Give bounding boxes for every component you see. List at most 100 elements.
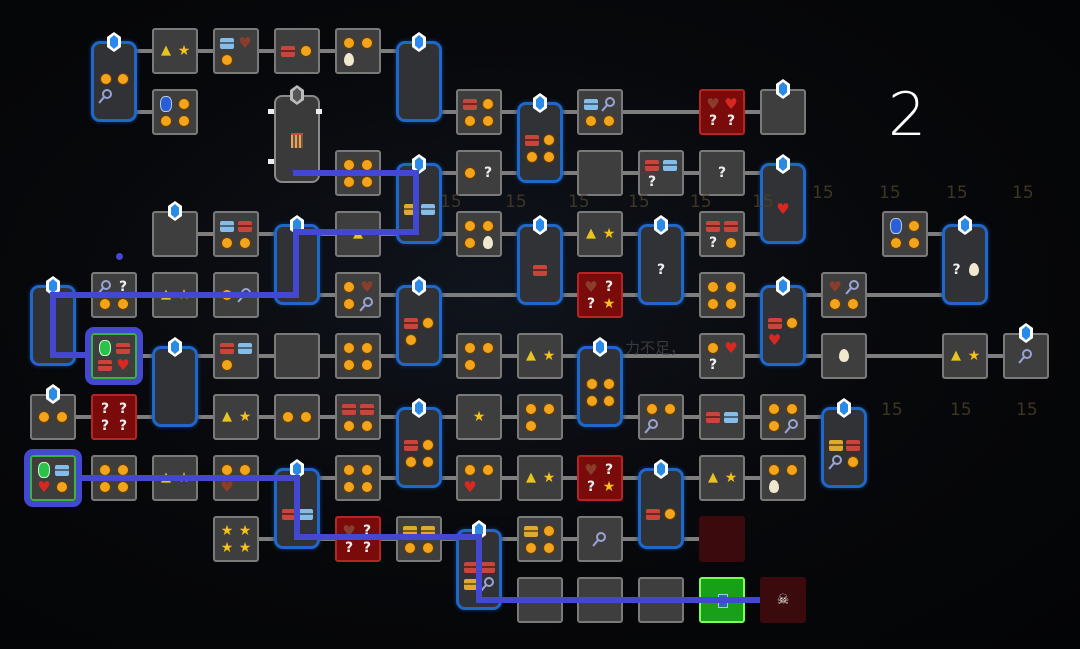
map-node-tall[interactable] bbox=[396, 276, 442, 366]
coin-icon bbox=[116, 297, 130, 311]
map-node-dark[interactable]: ☠ bbox=[760, 577, 806, 623]
map-node-normal[interactable] bbox=[699, 394, 745, 440]
map-node-normal[interactable]: ♥ bbox=[335, 272, 381, 318]
map-node-normal[interactable]: ▲ bbox=[335, 211, 381, 257]
coin-icon bbox=[342, 158, 356, 172]
map-node-normal[interactable] bbox=[335, 150, 381, 196]
map-node-normal[interactable] bbox=[213, 333, 259, 379]
map-node-normal[interactable] bbox=[577, 577, 623, 623]
star-icon: ★ bbox=[238, 539, 252, 556]
map-node-normal[interactable]: ▲★ bbox=[152, 272, 198, 318]
map-node-gemsq[interactable] bbox=[760, 79, 806, 135]
map-node-normal[interactable] bbox=[699, 272, 745, 318]
map-node-red[interactable]: ???? bbox=[91, 394, 137, 440]
door-notch bbox=[268, 109, 274, 114]
map-node-normal[interactable] bbox=[396, 516, 442, 562]
map-node-normal[interactable] bbox=[882, 211, 928, 257]
map-node-normal[interactable] bbox=[456, 89, 502, 135]
map-node-normal[interactable]: ▲★ bbox=[152, 28, 198, 74]
map-node-tall[interactable] bbox=[638, 459, 684, 549]
map-node-green[interactable] bbox=[699, 577, 745, 623]
map-node-tall[interactable] bbox=[152, 337, 198, 427]
map-node-normal[interactable]: ♥ bbox=[213, 28, 259, 74]
map-node-normal[interactable] bbox=[274, 333, 320, 379]
map-node-tall[interactable] bbox=[396, 154, 442, 244]
map-node-normal[interactable] bbox=[213, 272, 259, 318]
map-node-tall[interactable] bbox=[274, 459, 320, 549]
map-node-normal[interactable]: ▲★ bbox=[517, 333, 563, 379]
map-node-normal[interactable] bbox=[577, 516, 623, 562]
map-node-red[interactable]: ♥??★ bbox=[577, 272, 623, 318]
map-node-tall[interactable]: ♥ bbox=[760, 154, 806, 244]
map-node-normal[interactable]: ♥ bbox=[821, 272, 867, 318]
map-node-tall[interactable] bbox=[577, 337, 623, 427]
map-node-normal[interactable] bbox=[335, 28, 381, 74]
map-node-normal[interactable] bbox=[517, 394, 563, 440]
map-node-normal[interactable] bbox=[152, 89, 198, 135]
map-node-normal[interactable]: ? bbox=[699, 150, 745, 196]
map-node-normal[interactable]: ? bbox=[638, 150, 684, 196]
map-node-normal[interactable]: ▲★ bbox=[577, 211, 623, 257]
map-node-tall[interactable]: ? bbox=[638, 215, 684, 305]
coin-icon bbox=[360, 36, 374, 50]
map-node-tall[interactable] bbox=[91, 32, 137, 122]
map-node-gemsq[interactable] bbox=[30, 384, 76, 440]
map-node-tall[interactable] bbox=[821, 398, 867, 488]
map-node-normal[interactable] bbox=[274, 28, 320, 74]
map-node-normal[interactable] bbox=[821, 333, 867, 379]
map-node-normal[interactable]: ? bbox=[91, 272, 137, 318]
map-node-gemsq[interactable] bbox=[152, 201, 198, 257]
map-node-gemsq[interactable] bbox=[1003, 323, 1049, 379]
map-node-dark[interactable] bbox=[699, 516, 745, 562]
map-node-red[interactable]: ♥♥?? bbox=[699, 89, 745, 135]
map-node-normal[interactable] bbox=[274, 394, 320, 440]
map-node-normal[interactable]: ♥? bbox=[699, 333, 745, 379]
heart-broken-icon: ♥ bbox=[584, 277, 598, 296]
map-node-normal[interactable] bbox=[517, 577, 563, 623]
exit-icon bbox=[715, 593, 729, 608]
map-node-normal[interactable]: ♥ bbox=[456, 455, 502, 501]
map-node-normal[interactable]: ▲★ bbox=[152, 455, 198, 501]
map-node-normal[interactable] bbox=[456, 333, 502, 379]
map-node-tall[interactable] bbox=[517, 215, 563, 305]
map-node-shrine[interactable] bbox=[268, 85, 322, 183]
map-node-tall[interactable] bbox=[396, 32, 442, 122]
map-node-normal[interactable]: ▲★ bbox=[699, 455, 745, 501]
map-node-selected[interactable]: ♥ bbox=[85, 327, 143, 385]
map-node-tall[interactable] bbox=[30, 276, 76, 366]
map-node-normal[interactable] bbox=[760, 394, 806, 440]
map-node-tall[interactable]: ♥ bbox=[760, 276, 806, 366]
map-node-normal[interactable]: ★★★★ bbox=[213, 516, 259, 562]
coin-icon bbox=[463, 341, 477, 355]
chest-red-icon bbox=[645, 507, 660, 521]
map-node-normal[interactable] bbox=[335, 394, 381, 440]
map-node-normal[interactable] bbox=[335, 333, 381, 379]
map-node-normal[interactable]: ▲★ bbox=[942, 333, 988, 379]
map-node-normal[interactable]: ▲★ bbox=[213, 394, 259, 440]
map-node-tall[interactable] bbox=[456, 520, 502, 610]
map-node-normal[interactable] bbox=[213, 211, 259, 257]
map-node-tall[interactable] bbox=[517, 93, 563, 183]
map-node-tall[interactable] bbox=[274, 215, 320, 305]
map-node-normal[interactable]: ♥ bbox=[213, 455, 259, 501]
tri-icon: ▲ bbox=[526, 348, 536, 363]
map-node-normal[interactable] bbox=[456, 211, 502, 257]
map-node-red[interactable]: ♥??★ bbox=[577, 455, 623, 501]
map-node-red[interactable]: ♥??? bbox=[335, 516, 381, 562]
map-node-normal[interactable]: ? bbox=[699, 211, 745, 257]
map-node-normal[interactable]: ★ bbox=[456, 394, 502, 440]
map-node-normal[interactable] bbox=[638, 577, 684, 623]
chest-gold-icon bbox=[421, 524, 435, 538]
map-node-normal[interactable] bbox=[335, 455, 381, 501]
map-node-normal[interactable] bbox=[91, 455, 137, 501]
map-node-normal[interactable] bbox=[577, 150, 623, 196]
map-node-normal[interactable]: ? bbox=[456, 150, 502, 196]
map-node-selected[interactable]: ♥ bbox=[24, 449, 82, 507]
map-node-normal[interactable] bbox=[517, 516, 563, 562]
map-node-tall[interactable] bbox=[396, 398, 442, 488]
map-node-normal[interactable] bbox=[577, 89, 623, 135]
map-node-normal[interactable] bbox=[638, 394, 684, 440]
map-node-normal[interactable]: ▲★ bbox=[517, 455, 563, 501]
map-node-tall[interactable]: ? bbox=[942, 215, 988, 305]
map-node-normal[interactable] bbox=[760, 455, 806, 501]
